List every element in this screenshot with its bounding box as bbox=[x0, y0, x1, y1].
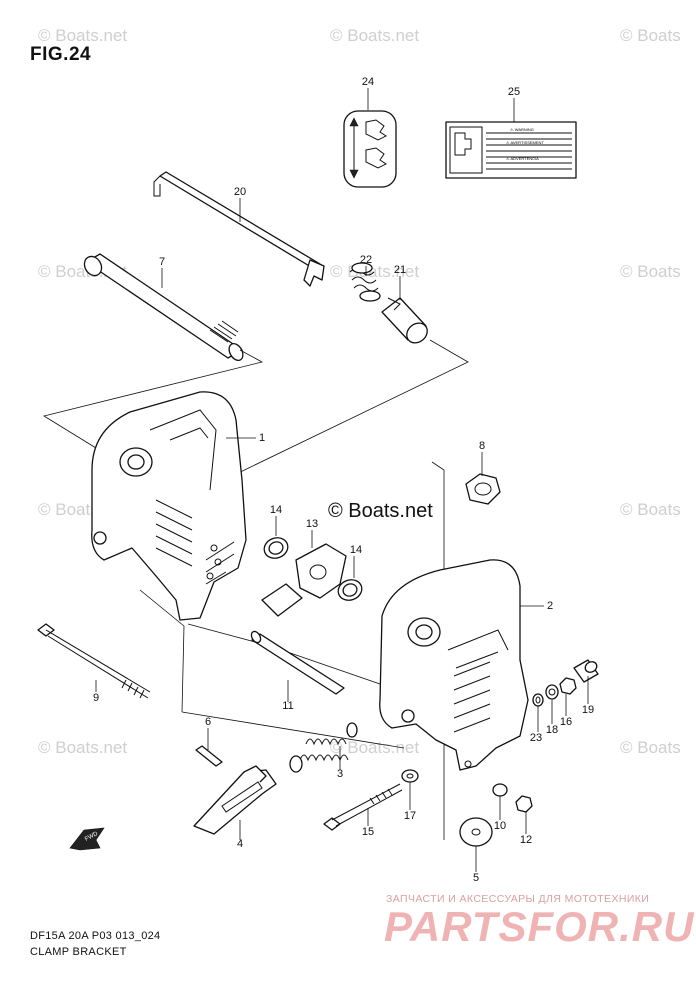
leader-lines bbox=[95, 88, 589, 872]
callout-14a: 14 bbox=[269, 504, 283, 516]
shop-tagline: ЗАПЧАСТИ И АКСЕССУАРЫ ДЛЯ МОТОТЕХНИКИ bbox=[386, 893, 650, 905]
fwd-arrow-icon: FWD bbox=[69, 827, 105, 851]
watermark-row4-right: © Boats bbox=[620, 738, 681, 757]
callout-9: 9 bbox=[92, 692, 100, 704]
part-25-warning-decal: ⚠ WARNING ⚠ AVERTISSEMENT ⚠ ADVERTENCIA bbox=[445, 121, 577, 179]
callout-22: 22 bbox=[359, 254, 373, 266]
part-12-nut bbox=[515, 795, 533, 813]
watermark-top-center: © Boats.net bbox=[330, 26, 420, 45]
watermark-row3-right: © Boats bbox=[620, 500, 681, 519]
part-10-washer bbox=[492, 783, 508, 797]
part-16-nut bbox=[559, 677, 577, 695]
callout-4: 4 bbox=[236, 838, 244, 850]
watermark-row2-right: © Boats bbox=[620, 262, 681, 281]
part-22-spring bbox=[349, 262, 381, 302]
part-6-pin bbox=[195, 745, 223, 767]
callout-20: 20 bbox=[233, 186, 247, 198]
callout-19: 19 bbox=[581, 704, 595, 716]
part-21-collar bbox=[381, 297, 428, 344]
callout-2: 2 bbox=[546, 600, 554, 612]
callout-17: 17 bbox=[403, 810, 417, 822]
callout-8: 8 bbox=[478, 440, 486, 452]
part-15-bolt bbox=[323, 783, 403, 831]
part-4-tilt-lever bbox=[193, 765, 277, 835]
callout-3: 3 bbox=[336, 768, 344, 780]
callout-5: 5 bbox=[472, 872, 480, 884]
callout-18: 18 bbox=[545, 724, 559, 736]
part-24-decal bbox=[343, 110, 397, 188]
watermark-row4-left: © Boats.net bbox=[38, 738, 128, 757]
callout-14b: 14 bbox=[349, 544, 363, 556]
part-8-nut bbox=[465, 473, 501, 505]
figure-title: FIG.24 bbox=[30, 44, 92, 65]
part-18-washer bbox=[545, 684, 559, 700]
callout-12: 12 bbox=[519, 834, 533, 846]
watermark-top-right: © Boats bbox=[620, 26, 681, 45]
watermark-row4-center: © Boats.net bbox=[330, 738, 420, 757]
callout-1: 1 bbox=[258, 432, 266, 444]
center-watermark: © Boats.net bbox=[328, 500, 433, 522]
callout-21: 21 bbox=[393, 264, 407, 276]
decal-warning-text: ⚠ WARNING bbox=[510, 127, 534, 132]
part-11-shaft bbox=[250, 630, 345, 695]
part-5-cap bbox=[459, 817, 493, 847]
callout-13: 13 bbox=[305, 518, 319, 530]
part-1-left-clamp-bracket bbox=[91, 391, 247, 621]
part-2-right-clamp-bracket bbox=[379, 559, 529, 771]
part-3-tilt-spring bbox=[289, 722, 358, 773]
callout-25: 25 bbox=[507, 86, 521, 98]
callout-11: 11 bbox=[282, 700, 294, 712]
part-14b-bushing bbox=[337, 579, 363, 601]
part-23-washer bbox=[532, 693, 544, 707]
callout-7: 7 bbox=[158, 256, 166, 268]
part-9-long-bolt bbox=[37, 623, 151, 699]
callout-15: 15 bbox=[361, 826, 375, 838]
part-17-washer bbox=[401, 769, 419, 783]
callout-6: 6 bbox=[204, 716, 212, 728]
shop-logo: PARTSFOR.RU bbox=[384, 903, 695, 950]
callout-16: 16 bbox=[559, 716, 573, 728]
decal-advertencia-text: ⚠ ADVERTENCIA bbox=[506, 156, 539, 161]
decal-avertissement-text: ⚠ AVERTISSEMENT bbox=[506, 140, 544, 145]
figure-name: CLAMP BRACKET bbox=[30, 946, 127, 958]
part-14a-bushing bbox=[263, 537, 289, 559]
part-13-stopper bbox=[261, 543, 347, 617]
part-7-tilt-tube bbox=[83, 253, 244, 362]
figure-code: DF15A 20A P03 013_024 bbox=[30, 930, 161, 942]
callout-23: 23 bbox=[529, 732, 543, 744]
callout-10: 10 bbox=[493, 820, 507, 832]
watermark-top-left: © Boats.net bbox=[38, 26, 128, 45]
part-19-cap bbox=[573, 659, 599, 683]
callout-24: 24 bbox=[361, 76, 375, 88]
